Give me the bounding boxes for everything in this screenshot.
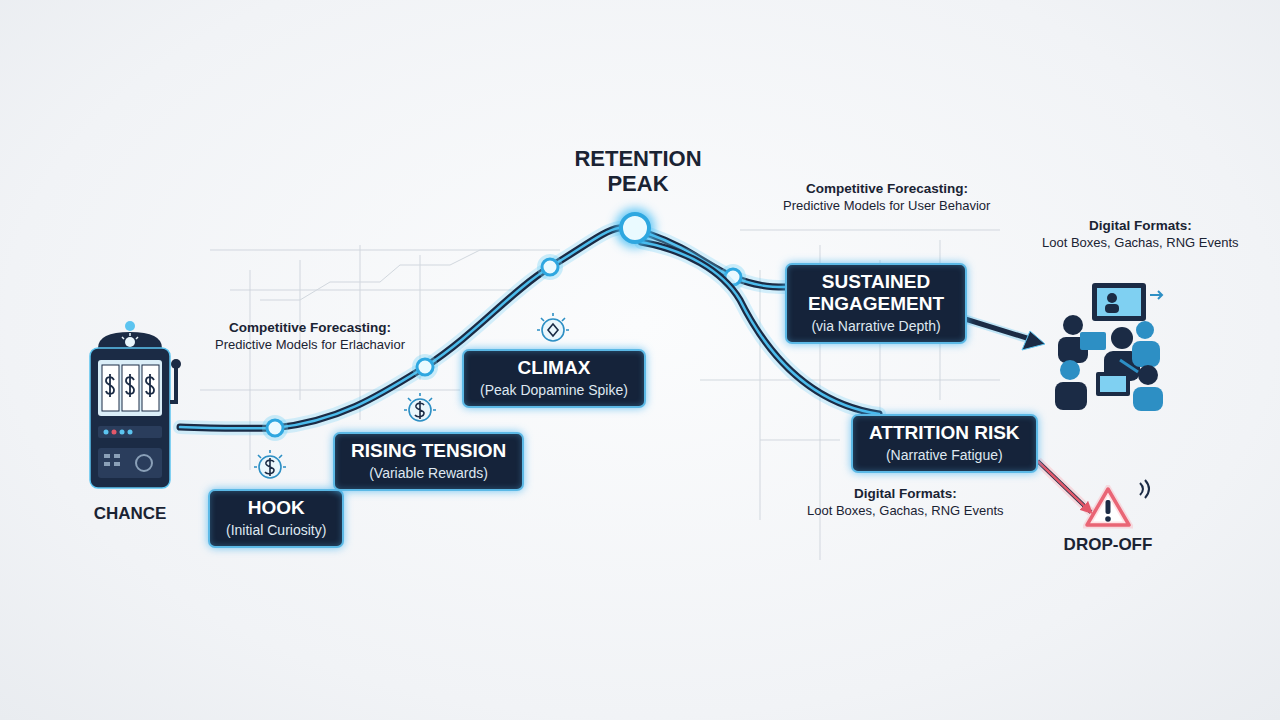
box-heading: HOOK (226, 497, 326, 519)
slot-machine-node: CHANCE (78, 318, 182, 524)
node-dot-glow (537, 254, 563, 280)
process-box: RISING TENSION (Variable Rewards) (333, 432, 524, 491)
slot-machine-icon (78, 318, 182, 494)
icon-label: CHANCE (78, 504, 182, 524)
icon-label: DROP-OFF (1048, 535, 1168, 555)
process-box: SUSTAINED ENGAGEMENT (via Narrative Depth… (785, 263, 967, 344)
note-text: Predictive Models for Erlachavior (215, 337, 405, 352)
warning-node: DROP-OFF (1048, 485, 1168, 555)
box-subtitle: (Peak Dopamine Spike) (480, 381, 628, 399)
connector (180, 228, 619, 441)
box-heading: RISING TENSION (351, 440, 506, 462)
box-heading: CLIMAX (480, 357, 628, 379)
note-text: Predictive Models for User Behavior (783, 198, 990, 213)
box-heading: ATTRITION RISK (869, 422, 1020, 444)
node-dot (417, 359, 433, 375)
warning-icon (1083, 485, 1133, 529)
connector (1038, 461, 1091, 512)
audience-illustration (1055, 283, 1163, 411)
signal-waves (1136, 479, 1160, 503)
node-dot-glow (412, 354, 438, 380)
note-heading: Competitive Forecasting: (229, 320, 391, 335)
process-box: ATTRITION RISK (Narrative Fatigue) (851, 414, 1038, 473)
note-text: Loot Boxes, Gachas, RNG Events (1042, 235, 1239, 250)
box-heading: SUSTAINED ENGAGEMENT (803, 271, 949, 315)
note-heading: Competitive Forecasting: (806, 181, 968, 196)
node-dot (267, 420, 283, 436)
connector-line (1038, 461, 1091, 512)
note-heading: Digital Formats: (854, 486, 957, 501)
connector-glow (1038, 461, 1091, 512)
box-subtitle: (Narrative Fatigue) (869, 446, 1020, 464)
peak-marker: RETENTION PEAK (548, 146, 728, 244)
connector-line (1038, 461, 1091, 512)
engagement-arrow (962, 318, 1045, 350)
process-box: CLIMAX (Peak Dopamine Spike) (462, 349, 646, 408)
peak-title: RETENTION PEAK (563, 146, 713, 196)
node-dot (542, 259, 558, 275)
node-dot-glow (262, 415, 288, 441)
box-subtitle: (Variable Rewards) (351, 464, 506, 482)
box-subtitle: (via Narrative Depth) (803, 317, 949, 335)
note-text: Loot Boxes, Gachas, RNG Events (807, 503, 1004, 518)
process-box: HOOK (Initial Curiosity) (208, 489, 344, 548)
peak-circle (619, 212, 651, 244)
box-subtitle: (Initial Curiosity) (226, 521, 326, 539)
note-heading: Digital Formats: (1089, 218, 1192, 233)
